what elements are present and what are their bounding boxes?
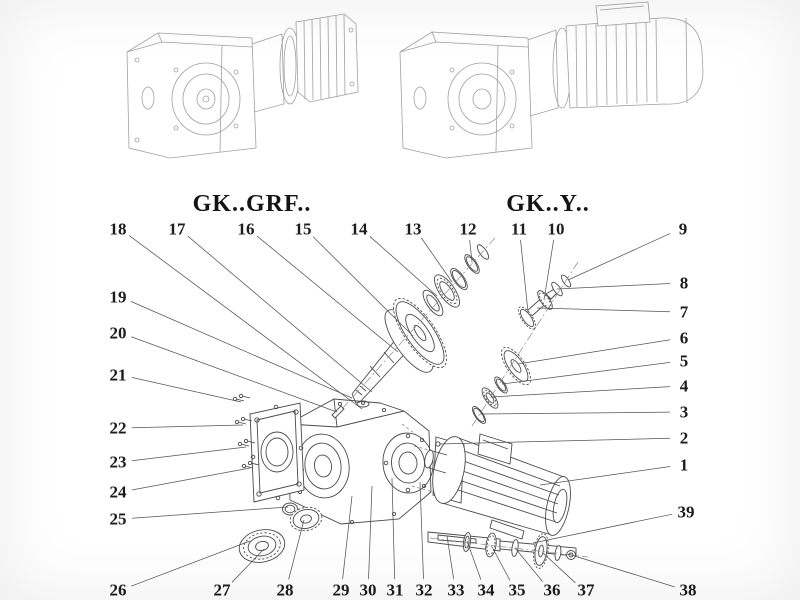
figure-gk-grf-drawing: [126, 13, 359, 159]
mating-lines: [401, 423, 437, 493]
callout-8: 8: [679, 273, 689, 293]
callout-37: 37: [577, 580, 595, 600]
callout-36: 36: [543, 580, 561, 600]
figure-gk-y-drawing: [399, 1, 704, 159]
callout-13: 13: [404, 219, 422, 239]
second-gear-stack: [471, 346, 531, 424]
callout-9: 9: [678, 219, 688, 239]
callout-17: 17: [168, 219, 186, 239]
electric-motor: [424, 433, 571, 540]
callout-15: 15: [294, 219, 312, 239]
callout-6: 6: [679, 328, 689, 348]
callout-34: 34: [477, 580, 495, 600]
callout-29: 29: [332, 580, 350, 600]
flange-bolts: [232, 393, 260, 469]
callout-1: 1: [679, 455, 689, 475]
callout-11: 11: [510, 219, 528, 239]
callout-20: 20: [109, 323, 127, 343]
callout-23: 23: [109, 452, 127, 472]
gear-housing: [287, 398, 434, 525]
callout-5: 5: [679, 351, 689, 371]
output-flange-plate: [249, 402, 305, 503]
callout-27: 27: [213, 580, 231, 600]
input-bearing-stack: [422, 244, 490, 317]
callout-38: 38: [679, 580, 697, 600]
callout-4: 4: [679, 376, 689, 396]
callout-25: 25: [109, 509, 127, 529]
callout-39: 39: [677, 502, 695, 522]
callout-2: 2: [679, 428, 689, 448]
output-shaft-assembly: [427, 531, 577, 569]
output-gear-ring: [289, 506, 323, 532]
callout-33: 33: [447, 580, 465, 600]
callout-31: 31: [386, 580, 404, 600]
big-helical-gear: [384, 297, 447, 373]
intermediate-shaft: [351, 333, 413, 404]
callout-28: 28: [276, 580, 294, 600]
callout-26: 26: [109, 580, 127, 600]
callout-24: 24: [109, 482, 127, 502]
callout-3: 3: [679, 402, 689, 422]
figure-label-gk-y: GK..Y..: [506, 191, 590, 217]
callout-14: 14: [350, 219, 368, 239]
callout-7: 7: [679, 302, 689, 322]
callout-12: 12: [459, 219, 477, 239]
callout-32: 32: [415, 580, 433, 600]
shaft-key: [331, 405, 345, 419]
callout-18: 18: [109, 219, 127, 239]
input-pinion-assembly: [517, 274, 572, 330]
output-bearing: [238, 529, 286, 563]
callout-22: 22: [109, 418, 127, 438]
seal-ring: [282, 502, 298, 516]
figure-label-gk-grf: GK..GRF..: [192, 191, 312, 217]
leader-lines: [129, 233, 675, 588]
callout-10: 10: [547, 219, 565, 239]
center-axes: [341, 237, 589, 558]
callout-16: 16: [237, 219, 255, 239]
callout-35: 35: [508, 580, 526, 600]
callout-21: 21: [109, 365, 127, 385]
callout-19: 19: [109, 287, 127, 307]
exploded-view-drawing: [232, 237, 589, 569]
callout-30: 30: [359, 580, 377, 600]
